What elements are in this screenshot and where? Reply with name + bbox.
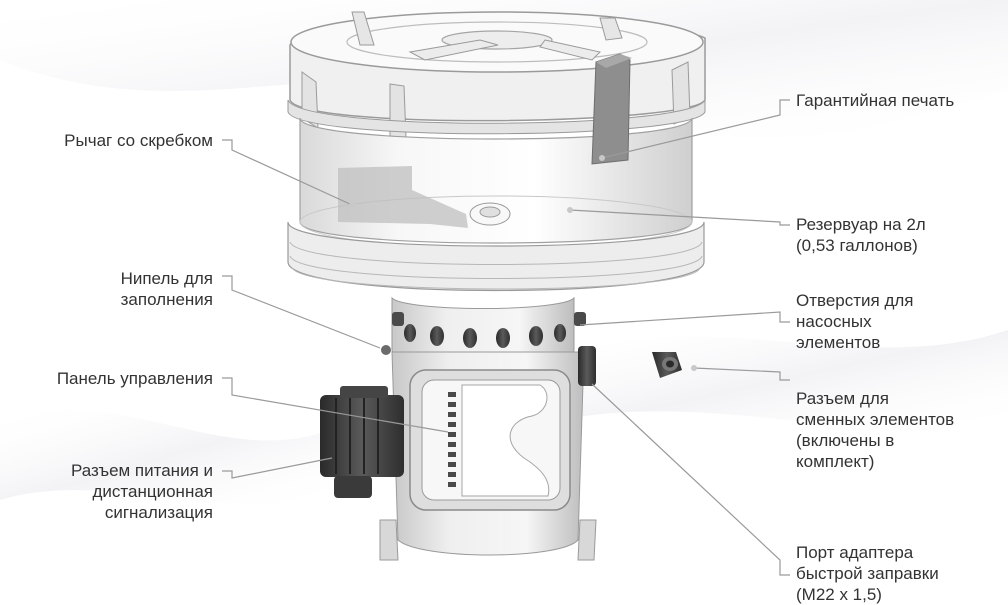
leader-seal — [601, 99, 790, 159]
label-power-line-3: сигнализация — [104, 503, 213, 522]
label-pump-holes-line-1: Отверстия для — [796, 291, 914, 310]
lid — [287, 11, 706, 139]
leader-lever — [222, 139, 353, 206]
label-fill-nipple: Нипель для заполнения — [121, 268, 213, 310]
label-control-panel-line: Панель управления — [56, 369, 213, 388]
leader-control-panel — [222, 377, 449, 433]
label-pump-holes-line-2: насосных — [796, 312, 872, 331]
label-power-line-1: Разъем питания и — [70, 461, 213, 480]
label-adapter-port: Порт адаптера быстрой заправки (M22 x 1,… — [796, 542, 939, 605]
label-lever: Рычаг со скребком — [64, 130, 213, 151]
label-adapter-port-line-3: (M22 x 1,5) — [796, 585, 882, 604]
leader-fill-nipple — [222, 275, 381, 349]
label-reservoir-line-2: (0,53 галлонов) — [796, 236, 918, 255]
spare-connector-part — [652, 352, 682, 378]
label-spare-connector-line-3: (включены в — [796, 431, 895, 450]
label-control-panel: Панель управления — [57, 368, 213, 389]
label-power: Разъем питания и дистанционная сигнализа… — [71, 460, 213, 523]
leader-pump-holes — [579, 311, 790, 326]
label-lever-line: Рычаг со скребком — [64, 131, 213, 150]
label-pump-holes: Отверстия для насосных элементов — [796, 290, 914, 353]
neck — [381, 296, 586, 367]
housing — [379, 346, 597, 561]
warranty-seal — [591, 53, 632, 165]
label-seal: Гарантийная печать — [796, 90, 954, 111]
leader-lines — [222, 99, 790, 576]
leader-dots — [349, 155, 697, 371]
leader-adapter-port — [591, 383, 790, 576]
label-fill-nipple-line-1: Нипель для — [120, 269, 213, 288]
label-seal-line: Гарантийная печать — [796, 91, 955, 110]
label-pump-holes-line-3: элементов — [796, 333, 881, 352]
label-spare-connector-line-1: Разъем для — [796, 389, 889, 408]
power-connector — [320, 386, 404, 498]
label-reservoir: Резервуар на 2л (0,53 галлонов) — [796, 214, 926, 256]
label-spare-connector-line-4: комплект) — [796, 452, 875, 471]
label-spare-connector-line-2: сменных элементов — [796, 410, 955, 429]
label-reservoir-line-1: Резервуар на 2л — [796, 215, 926, 234]
reservoir — [299, 117, 693, 249]
label-adapter-port-line-1: Порт адаптера — [796, 543, 914, 562]
leader-reservoir — [569, 209, 790, 226]
label-fill-nipple-line-2: заполнения — [120, 290, 213, 309]
label-spare-connector: Разъем для сменных элементов (включены в… — [796, 388, 954, 472]
base-ring — [287, 221, 705, 292]
label-adapter-port-line-2: быстрой заправки — [796, 564, 939, 583]
leader-spare-connector — [693, 367, 790, 381]
leader-power — [222, 457, 333, 479]
label-power-line-2: дистанционная — [92, 482, 213, 501]
